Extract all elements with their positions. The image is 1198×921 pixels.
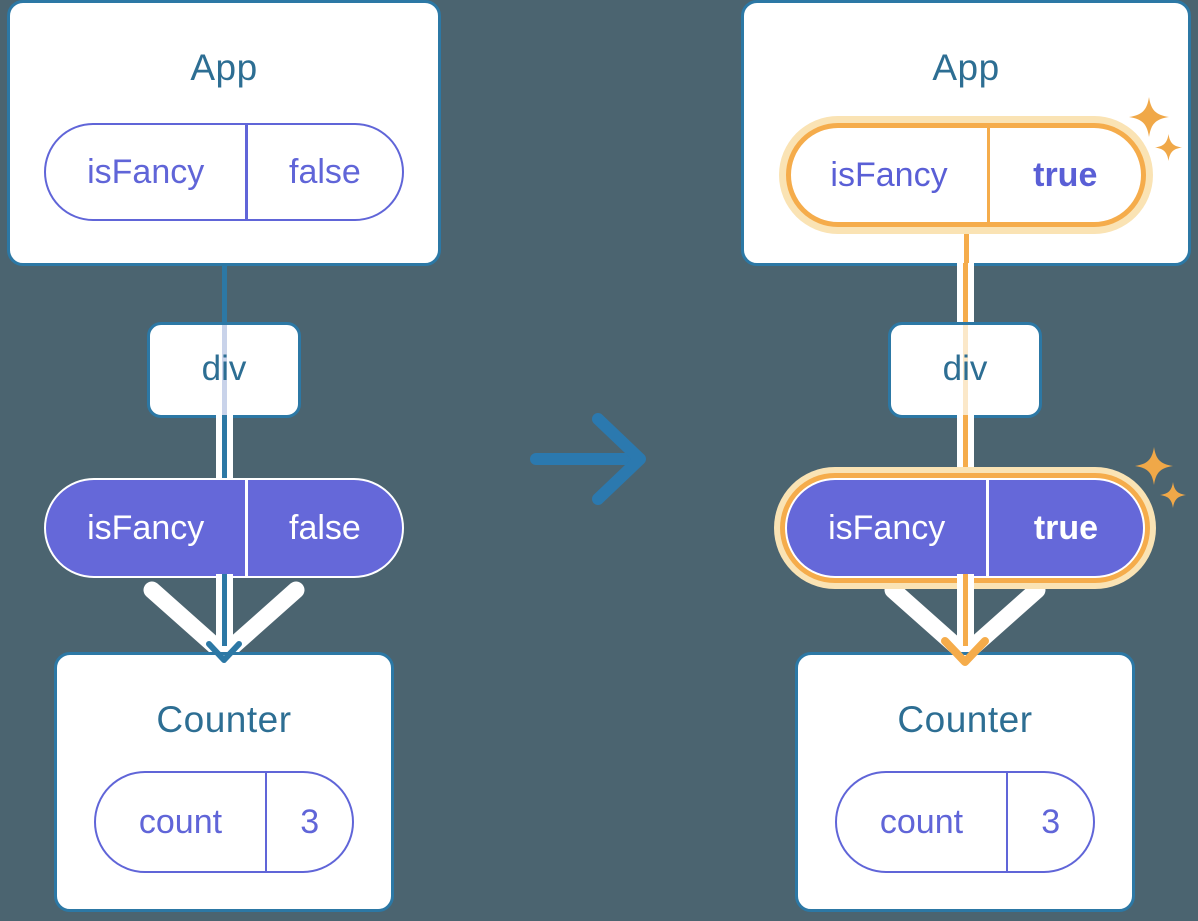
counter-state-pill: count 3	[835, 771, 1095, 873]
app-title: App	[932, 47, 1000, 88]
sparkle-icon	[1129, 97, 1169, 137]
div-label: div	[942, 349, 988, 388]
sparkle-icon	[1135, 447, 1173, 485]
prop-pipe-core	[962, 263, 968, 325]
prop-pipe-core	[962, 574, 968, 646]
counter-title: Counter	[897, 699, 1033, 740]
connector-through-div	[962, 325, 968, 415]
state-value: 3	[1041, 802, 1061, 841]
prop-pipe-pill-to-counter	[215, 574, 233, 646]
prop-pipe-div-to-pill	[956, 415, 974, 480]
prop-pipe-app-to-div	[956, 263, 974, 325]
prop-pipe-div-to-pill	[215, 415, 233, 480]
counter-component-card: Counter count 3	[54, 652, 394, 912]
prop-name: isFancy	[828, 508, 946, 547]
connector-app-to-div	[221, 263, 227, 325]
app-state-pill-highlighted: isFancy true	[786, 123, 1146, 227]
app-component-card: App isFancy false	[7, 0, 441, 266]
counter-title: Counter	[156, 699, 292, 740]
prop-pipe-core	[962, 415, 968, 480]
app-title: App	[190, 47, 258, 88]
prop-name: isFancy	[87, 508, 205, 547]
counter-state-pill: count 3	[94, 771, 354, 873]
pill-divider	[987, 128, 990, 222]
sparkle-icon	[1155, 134, 1182, 161]
pill-divider	[1005, 773, 1009, 871]
connector-through-div	[221, 325, 227, 415]
state-value: true	[1033, 155, 1098, 194]
prop-value: true	[1033, 508, 1099, 547]
state-name: isFancy	[87, 152, 205, 191]
prop-pipe-pill-to-counter	[956, 574, 974, 646]
app-component-card: isFancy true App	[741, 0, 1191, 266]
state-name: count	[879, 802, 964, 841]
pill-divider	[986, 480, 989, 576]
arrowhead-icon	[206, 641, 242, 663]
pill-divider	[264, 773, 268, 871]
passed-prop-pill: isFancy false	[44, 478, 404, 578]
app-state-pill: isFancy false	[44, 123, 404, 221]
prop-pipe-core	[221, 574, 227, 646]
tree-before: App isFancy false div isFancy false	[4, 0, 444, 921]
sparkle-icon	[1160, 482, 1186, 508]
state-name: isFancy	[830, 155, 948, 194]
div-element-box: div	[888, 322, 1042, 418]
counter-component-card: Counter count 3	[795, 652, 1135, 912]
arrow-right-icon	[530, 413, 646, 505]
connector-pill-to-card-edge	[963, 225, 969, 265]
tree-after: isFancy true App div isFancy true	[741, 0, 1191, 921]
div-element-box: div	[147, 322, 301, 418]
state-value: false	[289, 152, 361, 191]
passed-prop-pill-highlighted: isFancy true	[785, 478, 1145, 578]
arrowhead-icon	[941, 637, 989, 666]
pill-divider	[245, 480, 248, 576]
state-value: 3	[300, 802, 320, 841]
pill-divider	[245, 125, 248, 219]
prop-pipe-core	[221, 415, 227, 480]
div-label: div	[201, 349, 247, 388]
prop-value: false	[289, 508, 361, 547]
state-name: count	[138, 802, 223, 841]
